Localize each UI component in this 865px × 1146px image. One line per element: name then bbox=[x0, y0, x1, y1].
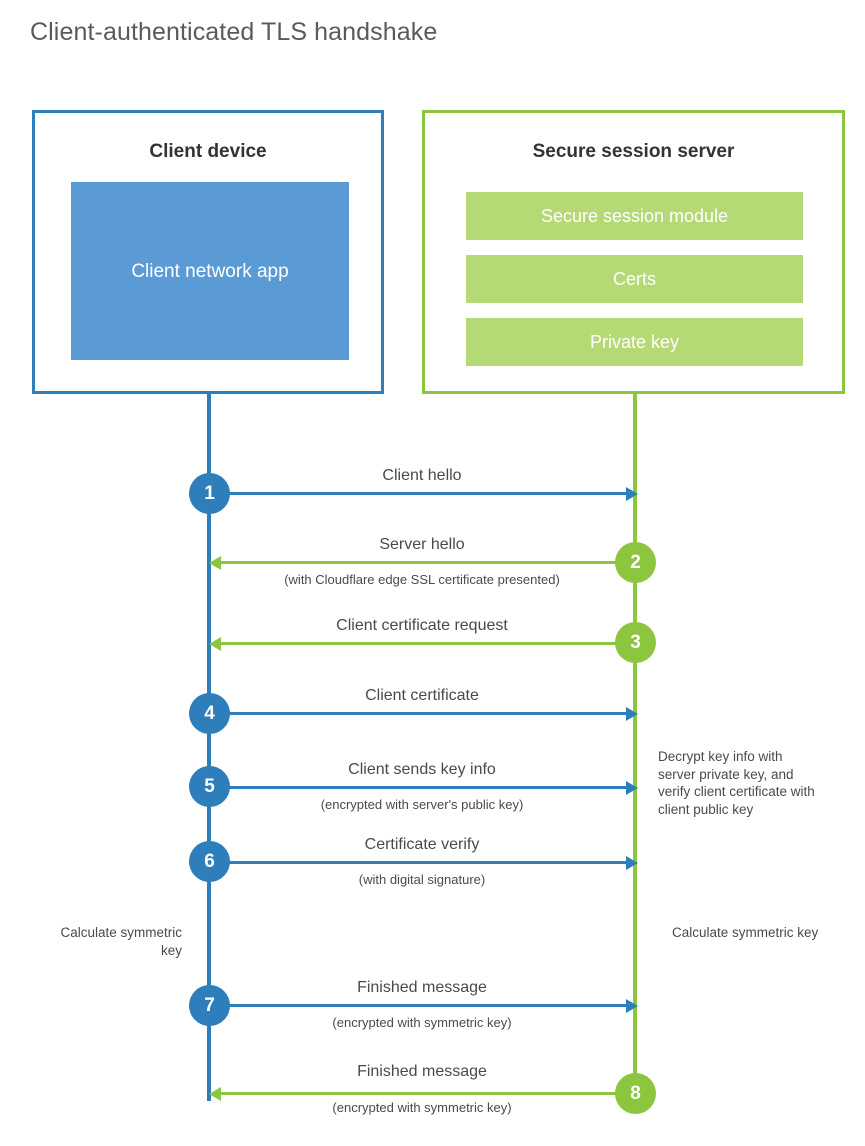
step-3-badge: 3 bbox=[615, 622, 656, 663]
secure-session-server-box: Secure session server Secure session mod… bbox=[422, 110, 845, 394]
step-5-arrow bbox=[209, 780, 638, 795]
step-1-label: Client hello bbox=[382, 467, 462, 484]
step-2-sublabel: (with Cloudflare edge SSL certificate pr… bbox=[284, 572, 560, 587]
client-calculate-symmetric-key-annotation: Calculate symmetric key bbox=[60, 925, 182, 958]
step-4-label: Client certificate bbox=[365, 687, 479, 704]
server-item-private-key: Private key bbox=[466, 318, 803, 366]
server-lifeline bbox=[633, 394, 637, 1093]
server-item-certs: Certs bbox=[466, 255, 803, 303]
step-8-sublabel: (encrypted with symmetric key) bbox=[332, 1100, 512, 1115]
client-device-title: Client device bbox=[149, 141, 267, 162]
step-4-badge: 4 bbox=[189, 693, 230, 734]
step-7-sublabel: (encrypted with symmetric key) bbox=[332, 1015, 512, 1030]
step-2-label: Server hello bbox=[379, 536, 465, 553]
arrowhead-right-icon bbox=[626, 855, 638, 870]
arrowhead-left-icon bbox=[209, 555, 221, 570]
server-calculate-symmetric-key-annotation: Calculate symmetric key bbox=[672, 925, 819, 940]
page-title: Client-authenticated TLS handshake bbox=[30, 18, 438, 46]
step-3-label: Client certificate request bbox=[336, 617, 508, 634]
step-2-arrow bbox=[209, 555, 635, 570]
step-8-badge: 8 bbox=[615, 1073, 656, 1114]
step-7-arrow bbox=[209, 998, 638, 1013]
step-5-badge: 5 bbox=[189, 766, 230, 807]
step-5-sublabel: (encrypted with server's public key) bbox=[320, 797, 524, 812]
step-6-arrow bbox=[209, 855, 638, 870]
step-5-label: Client sends key info bbox=[348, 761, 496, 778]
arrowhead-right-icon bbox=[626, 706, 638, 721]
step-8-arrow bbox=[209, 1086, 635, 1101]
step-7-label: Finished message bbox=[357, 979, 487, 996]
arrowhead-right-icon bbox=[626, 780, 638, 795]
arrowhead-left-icon bbox=[209, 636, 221, 651]
step-1-badge: 1 bbox=[189, 473, 230, 514]
client-network-app-block: Client network app bbox=[71, 182, 349, 360]
step-2-badge: 2 bbox=[615, 542, 656, 583]
step-6-sublabel: (with digital signature) bbox=[358, 872, 486, 887]
client-device-box: Client device Client network app bbox=[32, 110, 384, 394]
step-4-arrow bbox=[209, 706, 638, 721]
arrowhead-left-icon bbox=[209, 1086, 221, 1101]
step-6-badge: 6 bbox=[189, 841, 230, 882]
step-8-label: Finished message bbox=[357, 1063, 487, 1080]
client-lifeline bbox=[207, 394, 211, 1101]
secure-session-server-title: Secure session server bbox=[532, 141, 735, 162]
server-item-secure-session-module: Secure session module bbox=[466, 192, 803, 240]
step-1-arrow bbox=[209, 486, 638, 501]
step-6-label: Certificate verify bbox=[364, 836, 480, 853]
step-7-badge: 7 bbox=[189, 985, 230, 1026]
arrowhead-right-icon bbox=[626, 998, 638, 1013]
server-decrypt-annotation: Decrypt key info with server private key… bbox=[658, 749, 815, 817]
arrowhead-right-icon bbox=[626, 486, 638, 501]
step-3-arrow bbox=[209, 636, 635, 651]
